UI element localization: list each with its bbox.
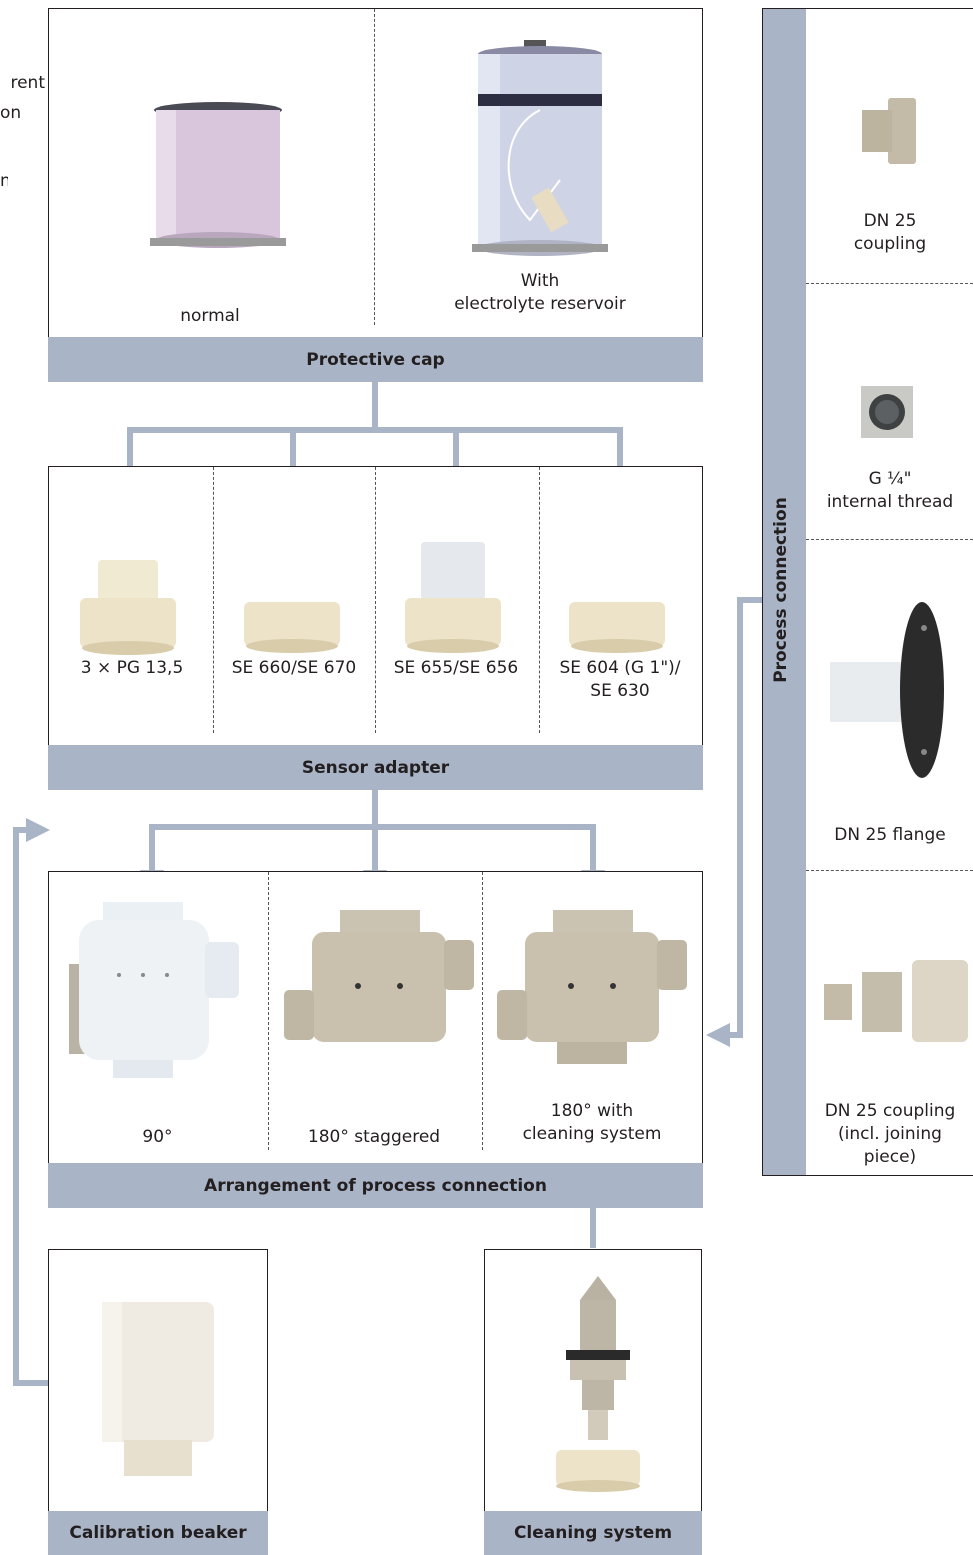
adapter-pg135-image bbox=[80, 560, 176, 655]
adapter-pg135-label: 3 × PG 13,5 bbox=[80, 658, 184, 678]
intro-fragment-2: on bbox=[0, 103, 22, 123]
arrow-right-calibration bbox=[26, 818, 50, 842]
protective-cap-title: Protective cap bbox=[48, 337, 703, 382]
protective-cap-reservoir-label: With electrolyte reservoir bbox=[454, 271, 626, 314]
intro-fragment-3: n bbox=[0, 171, 8, 191]
process-connection-title: Process connection bbox=[771, 497, 791, 683]
arrow-left-process bbox=[706, 1023, 730, 1047]
arrangement-90-label: 90° bbox=[142, 1127, 173, 1147]
calibration-beaker-image bbox=[102, 1302, 214, 1476]
adapter-se655-label: SE 655/SE 656 bbox=[393, 658, 519, 678]
protective-cap-normal-label: normal bbox=[180, 306, 240, 326]
arrangement-180-staggered-image bbox=[284, 910, 474, 1042]
dn25-flange-image bbox=[830, 602, 944, 778]
dn25-coupling-label: DN 25 coupling bbox=[853, 211, 927, 254]
dn25-coupling-joining-image bbox=[824, 960, 968, 1042]
adapter-se604-label: SE 604 (G 1")/ SE 630 bbox=[559, 658, 681, 701]
protective-cap-normal-image bbox=[150, 102, 286, 248]
dn25-coupling-joining-label: DN 25 coupling (incl. joining piece) bbox=[824, 1101, 956, 1167]
intro-fragment-1: rent bbox=[10, 73, 45, 93]
protective-cap-reservoir-image bbox=[472, 40, 608, 256]
adapter-se655-image bbox=[405, 542, 501, 653]
arrangement-180-staggered-label: 180° staggered bbox=[307, 1127, 441, 1147]
adapter-se660-label: SE 660/SE 670 bbox=[231, 658, 357, 678]
adapter-se604-image bbox=[569, 602, 665, 653]
arrangement-title: Arrangement of process connection bbox=[48, 1163, 703, 1208]
g14-internal-thread-image bbox=[861, 386, 913, 438]
sensor-adapter-title: Sensor adapter bbox=[48, 745, 703, 790]
cleaning-system-title: Cleaning system bbox=[484, 1511, 702, 1555]
dn25-flange-label: DN 25 flange bbox=[834, 825, 946, 845]
arrangement-180-cleaning-image bbox=[497, 910, 687, 1064]
arrangement-180-cleaning-label: 180° with cleaning system bbox=[522, 1101, 662, 1144]
adapter-se660-image bbox=[244, 602, 340, 653]
dn25-coupling-image bbox=[862, 98, 916, 164]
cleaning-system-image bbox=[556, 1276, 640, 1492]
arrangement-90-image bbox=[69, 902, 239, 1078]
g14-internal-thread-label: G ¼" internal thread bbox=[826, 469, 954, 512]
calibration-beaker-title: Calibration beaker bbox=[48, 1511, 268, 1555]
